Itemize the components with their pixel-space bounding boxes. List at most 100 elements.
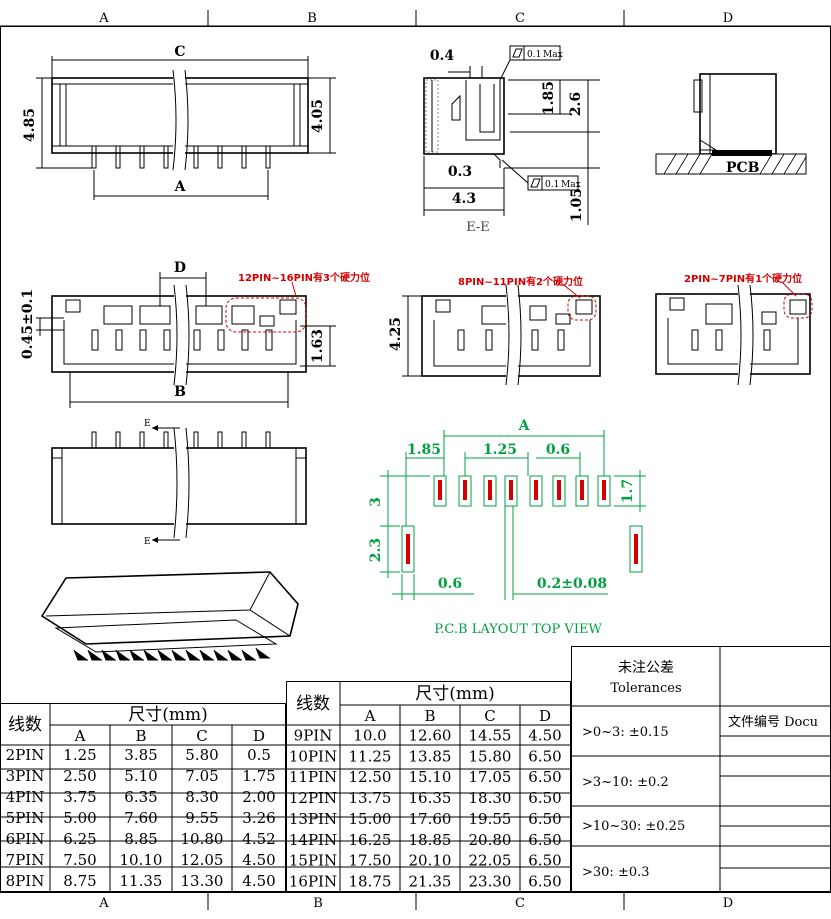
table-left-cell: 5.80 bbox=[185, 746, 218, 764]
table-right-cell: 12.50 bbox=[349, 768, 392, 786]
front-dim-a: A bbox=[174, 179, 187, 195]
table-left-cell: 3.75 bbox=[63, 788, 96, 806]
top-view-left-contacts bbox=[91, 329, 273, 351]
table-right-cell: 19.55 bbox=[469, 810, 512, 828]
grid-col-d-top: D bbox=[723, 11, 733, 26]
pcb-dim-pad-w: 0.6 bbox=[546, 442, 570, 458]
pcb-dim-pitch: 1.25 bbox=[483, 442, 517, 458]
table-right-cell: 11.25 bbox=[349, 747, 392, 765]
table-left-cell: 4.50 bbox=[242, 851, 275, 869]
table-left-cell: 4PIN bbox=[6, 788, 45, 806]
table-left-cell: 9.55 bbox=[185, 809, 218, 827]
section-dim-offset: 0.3 bbox=[448, 164, 472, 180]
table-right-cell: 6.50 bbox=[528, 789, 561, 807]
table-right-cell: 16PIN bbox=[289, 873, 337, 891]
table-left-cell: 8.75 bbox=[63, 872, 96, 890]
top-view-left bbox=[36, 272, 336, 408]
table-left-cell: 8.30 bbox=[185, 788, 218, 806]
table-right-cell: 15PIN bbox=[289, 852, 337, 870]
table-left-cell: 3.26 bbox=[242, 809, 275, 827]
section-dim-outer: 2.6 bbox=[568, 92, 584, 116]
table-right-cell: 13.85 bbox=[409, 747, 452, 765]
table-left-cell: 2.00 bbox=[242, 788, 275, 806]
table-right-col-header: D bbox=[539, 707, 551, 725]
flatness-value-bottom: 0.1 bbox=[545, 180, 559, 190]
tolerance-row-4: >30: ±0.3 bbox=[582, 865, 650, 880]
front-view-pins bbox=[91, 145, 271, 169]
table-left-cell: 2.50 bbox=[63, 767, 96, 785]
table-right-cell: 13PIN bbox=[289, 810, 337, 828]
table-left-header-pins: 线数 bbox=[8, 715, 42, 735]
table-right-cell: 13.75 bbox=[349, 789, 392, 807]
table-right-cell: 17.60 bbox=[409, 810, 452, 828]
doc-number-label: 文件编号 Docu bbox=[728, 715, 818, 730]
bottom-view bbox=[51, 425, 307, 543]
table-right-cell: 11PIN bbox=[289, 768, 337, 786]
table-right-cell: 15.10 bbox=[409, 768, 452, 786]
table-left-cell: 4.50 bbox=[242, 872, 275, 890]
table-right-cell: 6.50 bbox=[528, 768, 561, 786]
table-left-cell: 6.35 bbox=[124, 788, 157, 806]
tolerance-row-3: >10~30: ±0.25 bbox=[582, 819, 685, 834]
table-left-cell: 5PIN bbox=[6, 809, 45, 827]
table-right-cell: 6.50 bbox=[528, 747, 561, 765]
table-left-cell: 10.80 bbox=[181, 830, 224, 848]
table-left-cell: 7.60 bbox=[124, 809, 157, 827]
flatness-suffix-bottom: Max bbox=[561, 180, 581, 190]
table-left-cell: 10.10 bbox=[120, 851, 163, 869]
top-dim-d: D bbox=[174, 260, 186, 276]
front-dim-height-total: 4.85 bbox=[22, 108, 38, 142]
flatness-value-top: 0.1 bbox=[527, 50, 541, 60]
table-right-cell: 14PIN bbox=[289, 831, 337, 849]
table-right-cell: 9PIN bbox=[294, 726, 333, 744]
table-right-cell: 4.50 bbox=[528, 726, 561, 744]
table-right-col-header: C bbox=[484, 707, 495, 725]
table-right-cell: 14.55 bbox=[469, 726, 512, 744]
section-mark-bottom: E bbox=[144, 537, 151, 547]
pcb-dim-peg: 2.3 bbox=[368, 538, 384, 562]
table-left-cell: 0.5 bbox=[247, 746, 271, 764]
grid-col-a-bottom: A bbox=[98, 896, 109, 911]
table-right-cell: 22.05 bbox=[469, 852, 512, 870]
section-view bbox=[423, 45, 600, 225]
pcb-label: PCB bbox=[726, 160, 760, 176]
table-left-cell: 3PIN bbox=[6, 767, 45, 785]
note-8-11pin: 8PIN~11PIN有2个硬力位 bbox=[458, 275, 583, 288]
table-left-cell: 8.85 bbox=[124, 830, 157, 848]
table-left-cell: 6.25 bbox=[63, 830, 96, 848]
tolerance-block bbox=[571, 646, 831, 892]
table-right-col-header: B bbox=[424, 707, 435, 725]
table-right-cell: 23.30 bbox=[469, 873, 512, 891]
pcb-dim-a: A bbox=[518, 418, 531, 434]
grid-col-b-bottom: B bbox=[313, 896, 323, 911]
front-dim-height-body: 4.05 bbox=[310, 99, 326, 133]
grid-col-a-top: A bbox=[98, 11, 109, 26]
table-right-cell: 10.0 bbox=[353, 726, 386, 744]
table-right-cell: 16.35 bbox=[409, 789, 452, 807]
pcb-dim-row: 3 bbox=[368, 497, 384, 507]
table-left-cell: 3.85 bbox=[124, 746, 157, 764]
front-dim-c: C bbox=[174, 44, 185, 60]
table-right-cell: 15.00 bbox=[349, 810, 392, 828]
table-right-cell: 12.60 bbox=[409, 726, 452, 744]
section-dim-top: 0.4 bbox=[430, 48, 455, 64]
pcb-layout-caption: P.C.B LAYOUT TOP VIEW bbox=[434, 622, 602, 637]
table-left-cell: 1.25 bbox=[63, 746, 96, 764]
table-right-cell: 17.50 bbox=[349, 852, 392, 870]
table-left-header-size: 尺寸(mm) bbox=[128, 705, 208, 725]
table-right-cell: 18.30 bbox=[469, 789, 512, 807]
top-dim-b: B bbox=[174, 384, 186, 400]
section-dim-leg: 1.05 bbox=[569, 188, 585, 222]
table-right-cell: 17.05 bbox=[469, 768, 512, 786]
top-dim-pin: 1.63 bbox=[310, 329, 326, 363]
tolerance-row-1: >0~3: ±0.15 bbox=[582, 725, 669, 740]
table-left-cell: 1.75 bbox=[242, 767, 275, 785]
top-view-right bbox=[655, 281, 813, 386]
section-caption: E-E bbox=[466, 220, 490, 235]
table-right-cell: 21.35 bbox=[409, 873, 452, 891]
table-right-cell: 20.10 bbox=[409, 852, 452, 870]
table-right-cell: 15.80 bbox=[469, 747, 512, 765]
table-right-cell: 6.50 bbox=[528, 852, 561, 870]
